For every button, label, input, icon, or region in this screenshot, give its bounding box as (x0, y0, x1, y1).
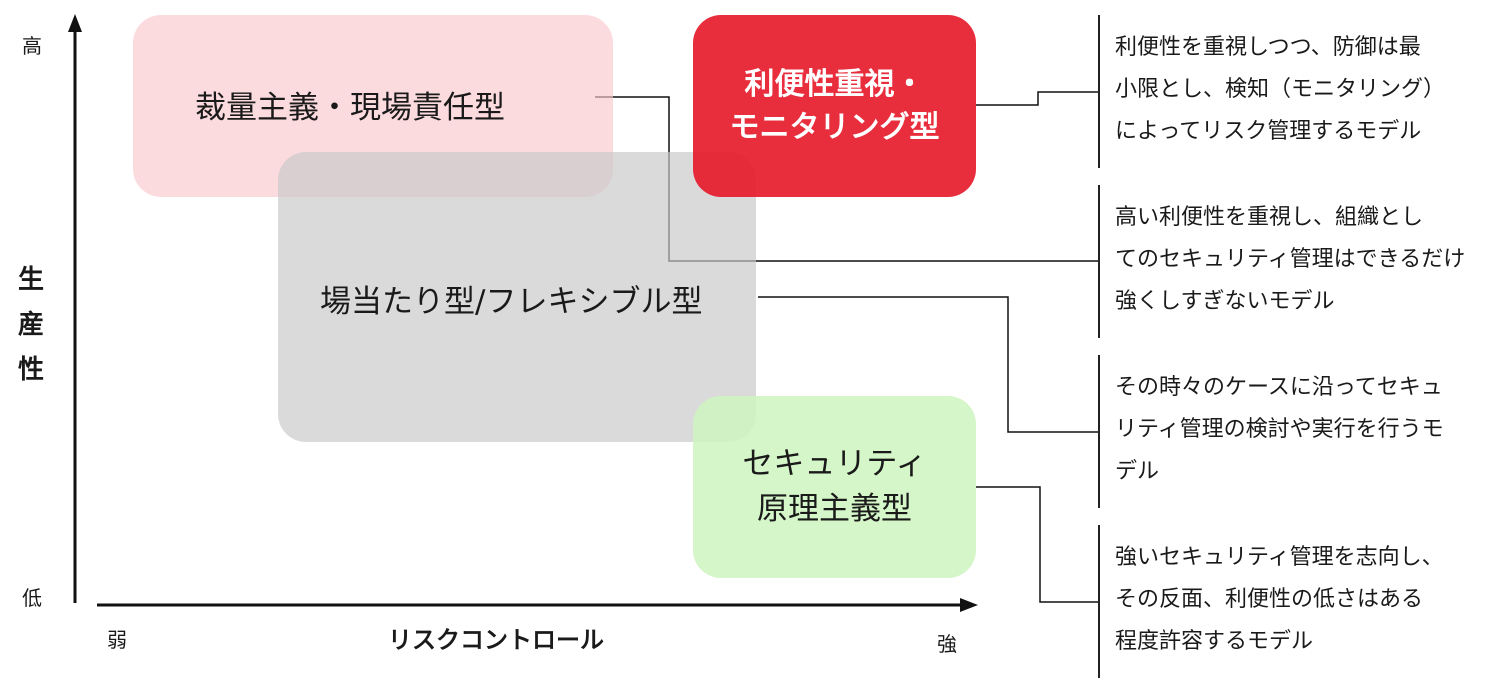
convenience-box: 利便性重視・ モニタリング型 (693, 15, 976, 197)
discretion-label: 裁量主義・現場責任型 (195, 90, 505, 126)
connector-convenience (976, 91, 1098, 106)
description-adhoc: その時々のケースに沿ってセキュ リティ管理の検討や実行を行うモ デル (1115, 367, 1495, 493)
convenience-label-line2: モニタリング型 (729, 110, 940, 145)
description-line: リティ管理の検討や実行を行うモ (1115, 417, 1444, 442)
description-security: 強いセキュリティ管理を志向し、 その反面、利便性の低さはある 程度許容するモデル (1115, 537, 1495, 663)
description-line: 程度許容するモデル (1115, 629, 1314, 654)
description-line: その時々のケースに沿ってセキュ (1115, 375, 1443, 400)
description-line: 強いセキュリティ管理を志向し、 (1115, 545, 1444, 570)
y-axis-arrowhead (68, 14, 82, 32)
description-line: デル (1115, 459, 1160, 484)
x-low-label: 弱 (107, 628, 127, 652)
connector-adhoc (758, 296, 1098, 433)
adhoc-box (278, 152, 756, 442)
x-axis-arrowhead (960, 598, 978, 612)
convenience-label-line1: 利便性重視・ (744, 66, 925, 102)
adhoc-label: 場当たり型/フレキシブル型 (320, 284, 703, 320)
description-line: 利便性を重視しつつ、防御は最 (1115, 35, 1421, 60)
security-box: セキュリティ 原理主義型 (693, 396, 976, 578)
x-high-label: 強 (937, 632, 957, 656)
desc-bar-3 (1098, 355, 1100, 508)
x-axis-title: リスクコントロール (388, 626, 604, 654)
y-high-label: 高 (22, 34, 42, 58)
desc-bar-2 (1098, 185, 1100, 338)
description-line: 強くしすぎないモデル (1115, 289, 1335, 314)
y-low-label: 低 (22, 586, 42, 610)
description-line: によってリスク管理するモデル (1115, 119, 1422, 144)
description-line: その反面、利便性の低さはある (1115, 587, 1424, 612)
security-label-line2: 原理主義型 (756, 491, 912, 527)
description-line: 高い利便性を重視し、組織とし (1115, 205, 1424, 230)
description-discretion: 高い利便性を重視し、組織とし てのセキュリティ管理はできるだけ 強くしすぎないモ… (1115, 197, 1495, 323)
security-label-line1: セキュリティ (742, 446, 927, 483)
description-line: 小限とし、検知（モニタリング） (1115, 77, 1446, 102)
y-axis-title: 生産性 (18, 258, 44, 393)
desc-bar-1 (1098, 15, 1100, 168)
y-axis-title-text: 生産性 (18, 265, 45, 385)
connector-security (976, 486, 1098, 603)
description-line: てのセキュリティ管理はできるだけ (1115, 247, 1466, 272)
description-convenience: 利便性を重視しつつ、防御は最 小限とし、検知（モニタリング） によってリスク管理… (1115, 27, 1495, 153)
desc-bar-4 (1098, 525, 1100, 678)
